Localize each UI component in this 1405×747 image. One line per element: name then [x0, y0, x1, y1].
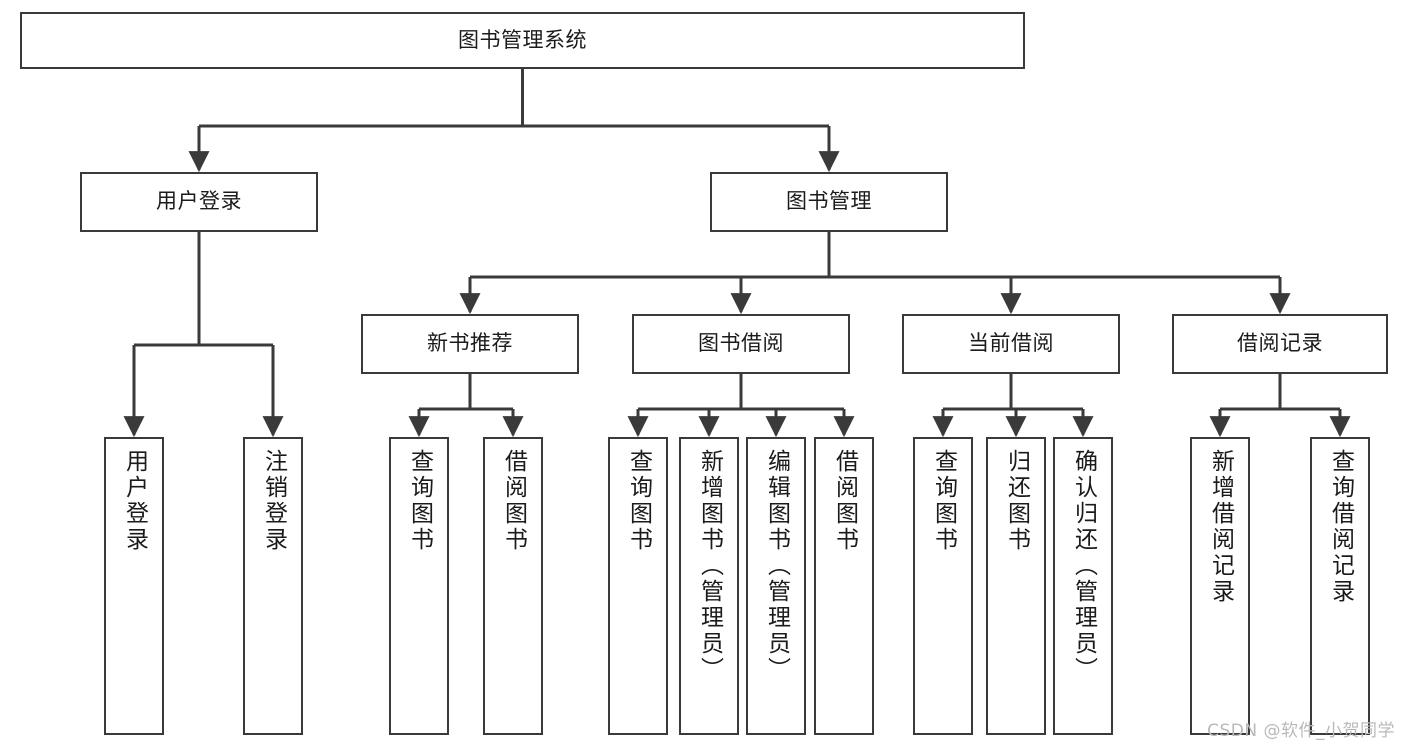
node-label: 用户登录 — [121, 449, 148, 553]
leaf-leaf-add-book[interactable]: 新增图书（管理员） — [679, 437, 739, 735]
node-book-manage[interactable]: 图书管理 — [710, 172, 948, 232]
leaf-leaf-return-book[interactable]: 归还图书 — [986, 437, 1046, 735]
node-label: 新增图书（管理员） — [696, 449, 723, 683]
leaf-leaf-query-record[interactable]: 查询借阅记录 — [1310, 437, 1370, 735]
leaf-leaf-borrow-book-1[interactable]: 借阅图书 — [483, 437, 543, 735]
node-borrow-record[interactable]: 借阅记录 — [1172, 314, 1388, 374]
node-label: 归还图书 — [1003, 449, 1030, 553]
node-current-borrow[interactable]: 当前借阅 — [902, 314, 1120, 374]
node-label: 借阅图书 — [831, 449, 858, 553]
node-label: 借阅图书 — [500, 449, 527, 553]
leaf-leaf-confirm-return[interactable]: 确认归还（管理员） — [1053, 437, 1113, 735]
node-label: 查询图书 — [930, 449, 957, 553]
leaf-leaf-query-book-1[interactable]: 查询图书 — [389, 437, 449, 735]
node-label: 当前借阅 — [968, 331, 1054, 356]
node-book-borrow[interactable]: 图书借阅 — [632, 314, 850, 374]
node-label: 查询借阅记录 — [1327, 449, 1354, 605]
node-label: 查询图书 — [406, 449, 433, 553]
node-root[interactable]: 图书管理系统 — [20, 12, 1025, 69]
node-label: 用户登录 — [156, 189, 242, 214]
node-label: 查询图书 — [625, 449, 652, 553]
node-new-book-rec[interactable]: 新书推荐 — [361, 314, 579, 374]
node-label: 确认归还（管理员） — [1070, 449, 1097, 683]
node-label: 新增借阅记录 — [1207, 449, 1234, 605]
node-label: 编辑图书（管理员） — [763, 449, 790, 683]
leaf-leaf-logout[interactable]: 注销登录 — [243, 437, 303, 735]
leaf-leaf-add-record[interactable]: 新增借阅记录 — [1190, 437, 1250, 735]
leaf-leaf-query-book-3[interactable]: 查询图书 — [913, 437, 973, 735]
node-user-login[interactable]: 用户登录 — [80, 172, 318, 232]
leaf-leaf-borrow-book-2[interactable]: 借阅图书 — [814, 437, 874, 735]
node-label: 注销登录 — [260, 449, 287, 553]
node-label: 图书管理 — [786, 189, 872, 214]
node-label: 新书推荐 — [427, 331, 513, 356]
node-label: 图书借阅 — [698, 331, 784, 356]
leaf-leaf-query-book-2[interactable]: 查询图书 — [608, 437, 668, 735]
node-label: 借阅记录 — [1237, 331, 1323, 356]
node-label: 图书管理系统 — [458, 27, 587, 52]
leaf-leaf-edit-book[interactable]: 编辑图书（管理员） — [746, 437, 806, 735]
leaf-leaf-user-login[interactable]: 用户登录 — [104, 437, 164, 735]
